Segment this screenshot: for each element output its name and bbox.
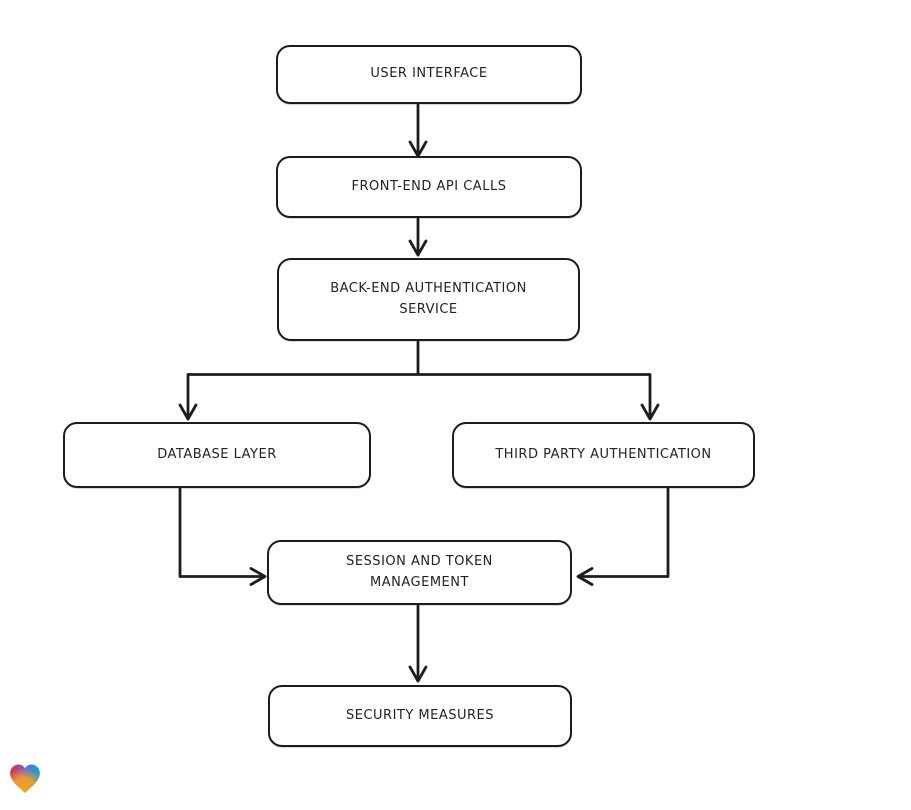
node-security-measures: SECURITY MEASURES xyxy=(268,685,572,747)
node-session-and-token-management: SESSION AND TOKEN MANAGEMENT xyxy=(267,540,572,605)
node-front-end-api-calls: FRONT-END API CALLS xyxy=(276,156,582,218)
node-third-party-authentication: THIRD PARTY AUTHENTICATION xyxy=(452,422,755,488)
arrowhead-down-icon xyxy=(640,403,660,421)
arrowhead-right-icon xyxy=(249,567,267,586)
arrowhead-left-icon xyxy=(576,567,594,586)
arrowhead-down-icon xyxy=(408,665,428,683)
arrowhead-down-icon xyxy=(178,403,198,421)
arrowhead-down-icon xyxy=(408,140,428,158)
lovable-heart-logo[interactable] xyxy=(8,762,42,796)
edge-third-party-authentication-to-session-and-token-management xyxy=(580,487,670,578)
node-back-end-authentication-service: BACK-END AUTHENTICATION SERVICE xyxy=(277,258,580,341)
edge-database-layer-to-session-and-token-management xyxy=(178,487,263,578)
node-user-interface: USER INTERFACE xyxy=(276,45,582,104)
arrowhead-down-icon xyxy=(408,239,428,257)
node-database-layer: DATABASE LAYER xyxy=(63,422,371,488)
